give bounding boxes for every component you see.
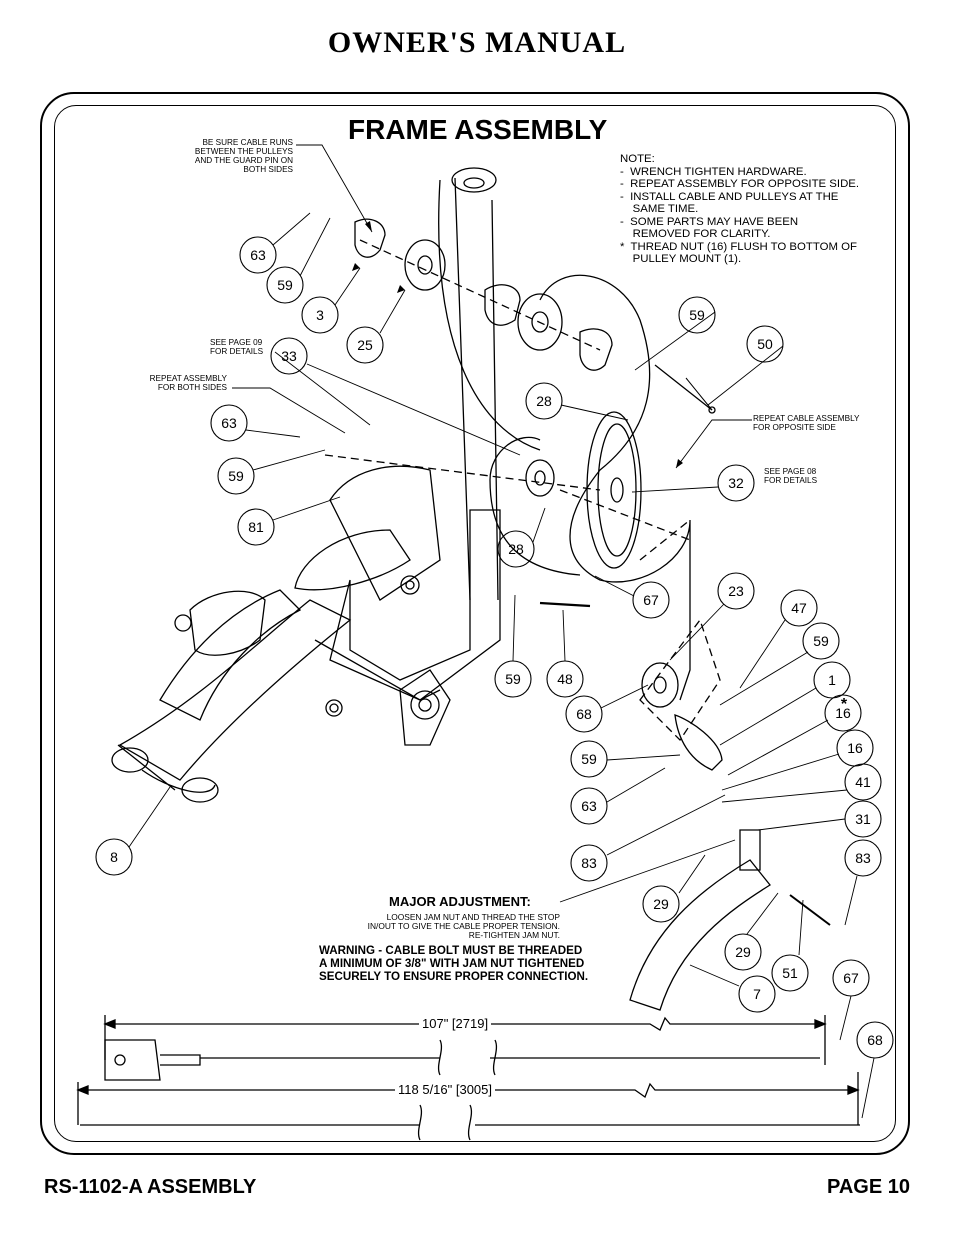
manual-header: OWNER'S MANUAL bbox=[327, 26, 627, 59]
annotation-cable-runs: BE SURE CABLE RUNS BETWEEN THE PULLEYS A… bbox=[194, 138, 293, 174]
major-adjustment-title: MAJOR ADJUSTMENT: bbox=[389, 894, 531, 909]
major-adjustment-text: LOOSEN JAM NUT AND THREAD THE STOP IN/OU… bbox=[367, 912, 560, 940]
section-title: FRAME ASSEMBLY bbox=[348, 114, 608, 145]
footer-page-number: PAGE 10 bbox=[827, 1176, 910, 1198]
dimension-cable-68: 118 5/16" [3005] bbox=[395, 1082, 496, 1097]
dimension-cable-67: 107" [2719] bbox=[419, 1016, 492, 1031]
frame-border-inner bbox=[54, 105, 896, 1142]
annotation-see-page-08: SEE PAGE 08 FOR DETAILS bbox=[764, 467, 818, 485]
assembly-notes: NOTE: - WRENCH TIGHTEN HARDWARE. - REPEA… bbox=[620, 153, 860, 265]
annotation-see-page-09: SEE PAGE 09 FOR DETAILS bbox=[210, 338, 264, 356]
annotation-repeat-both-sides: REPEAT ASSEMBLY FOR BOTH SIDES bbox=[149, 374, 227, 392]
footer-model: RS-1102-A ASSEMBLY bbox=[44, 1176, 257, 1198]
frame-border-outer bbox=[40, 92, 910, 1155]
cable-bolt-warning: WARNING - CABLE BOLT MUST BE THREADED A … bbox=[319, 944, 589, 983]
annotation-repeat-cable: REPEAT CABLE ASSEMBLY FOR OPPOSITE SIDE bbox=[753, 414, 860, 432]
